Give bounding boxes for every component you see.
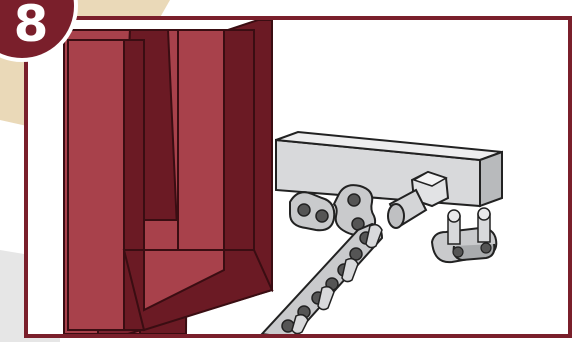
illustration-frame (24, 16, 572, 338)
gate-frame (64, 20, 272, 334)
step-number: 8 (0, 0, 62, 54)
gate-chain-assembly-illustration (28, 20, 568, 334)
master-link (432, 208, 496, 262)
chain-link-plate-1 (290, 192, 334, 230)
roller-chain (262, 224, 382, 334)
